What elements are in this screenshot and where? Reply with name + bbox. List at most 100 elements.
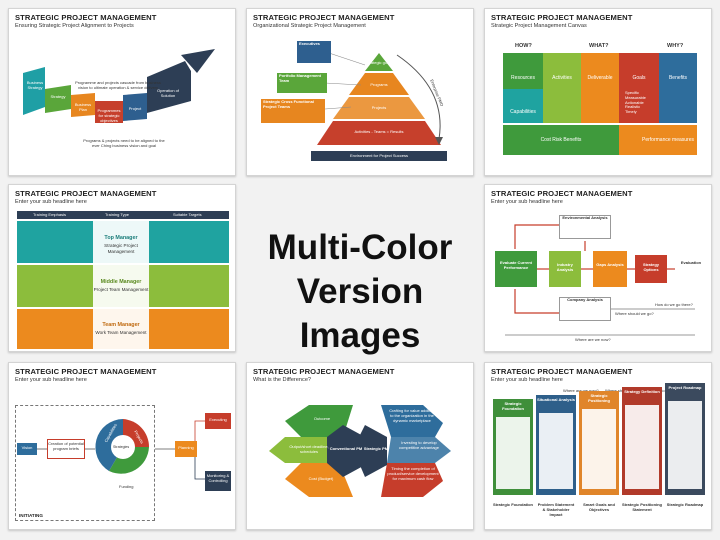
- center-right-label: Strategic PM: [363, 446, 389, 451]
- column-foot: Strategic Roadmap: [666, 502, 704, 507]
- slide-thumbnail-2[interactable]: STRATEGIC PROJECT MANAGEMENT Organizatio…: [246, 8, 474, 176]
- node-evaluation: Evaluation: [680, 260, 702, 265]
- question-label: Where should we go?: [615, 311, 654, 316]
- slide-title: STRATEGIC PROJECT MANAGEMENT: [253, 13, 395, 22]
- slide-title: STRATEGIC PROJECT MANAGEMENT: [491, 367, 633, 376]
- flow-connectors: [505, 224, 695, 336]
- slide-subtitle: Enter your sub headline here: [15, 377, 87, 383]
- level-label: Projects: [371, 105, 387, 110]
- column-foot: Strategic Foundation: [493, 502, 533, 507]
- node-gaps: Gaps Analysis: [593, 251, 627, 287]
- slide-subtitle: Strategic Project Management Canvas: [491, 23, 587, 29]
- base-label: Environment for Project Success: [349, 153, 409, 158]
- node-evaluate: Evaluate Current Performance: [495, 251, 537, 287]
- step-label: Programmes for strategic objectives: [97, 108, 121, 123]
- node-options: Strategy Options: [635, 255, 667, 283]
- cell-cost-risk: Cost Risk Benefits: [503, 125, 619, 155]
- main-title: Multi-Color Version Images: [267, 228, 453, 355]
- planning-box: Planning: [175, 441, 197, 457]
- briefs-box: Creation of potential program briefs: [47, 439, 85, 459]
- roadmap-column: Strategy Definition: [622, 387, 662, 495]
- slide-title: STRATEGIC PROJECT MANAGEMENT: [491, 189, 633, 198]
- row-type: Middle Manager: [100, 279, 142, 285]
- roadmap-column: Strategic Foundation: [493, 399, 533, 495]
- slide-subtitle: What is the Difference?: [253, 377, 312, 383]
- slide-title: STRATEGIC PROJECT MANAGEMENT: [15, 13, 157, 22]
- header-what: WHAT?: [589, 43, 609, 49]
- slide-thumbnail-3[interactable]: STRATEGIC PROJECT MANAGEMENT Strategic P…: [484, 8, 712, 176]
- header-emphasis: Training Emphasis: [33, 212, 66, 217]
- column-head: Strategic Foundation: [502, 401, 524, 411]
- step-label: Business Strategy: [26, 80, 44, 90]
- cycle-graphic: [37, 419, 205, 480]
- cell-benefits: Benefits: [659, 53, 697, 123]
- slide-subtitle: Ensuring Strategic Project Alignment to …: [15, 23, 134, 29]
- portfolio-box: Portfolio Management Team: [277, 73, 327, 93]
- step-label: Strategy: [50, 94, 66, 99]
- node-environmental: Environmental Analysis: [559, 215, 611, 239]
- slide-subtitle: Enter your sub headline here: [491, 199, 563, 205]
- level-label: Programs: [370, 82, 388, 87]
- header-how: HOW?: [515, 43, 532, 49]
- hexagon-graphic: [269, 405, 451, 497]
- step-label: Project: [128, 106, 142, 111]
- roadmap-column: Strategic Positioning: [579, 391, 619, 495]
- row-desc: Strategic Project Management: [104, 243, 138, 254]
- slide-thumbnail-1[interactable]: STRATEGIC PROJECT MANAGEMENT Ensuring St…: [8, 8, 236, 176]
- cell-performance: Performance measures: [619, 125, 697, 155]
- right-item: Investing to develop competitive advanta…: [398, 440, 440, 450]
- column-head: Project Roadmap: [668, 385, 702, 390]
- row-desc: Work Team Management: [95, 330, 147, 335]
- note-bottom: Programs & projects need to be aligned t…: [83, 138, 165, 148]
- slide-subtitle: Enter your sub headline here: [15, 199, 87, 205]
- cell-capabilities: Capabilities: [503, 89, 543, 123]
- stage-label: INITIATING: [19, 513, 43, 518]
- cell-resources: Resources: [503, 53, 543, 89]
- left-item: Cost (Budget): [308, 476, 334, 481]
- level-label: Strategic goals: [365, 60, 393, 65]
- row-type: Top Manager: [104, 235, 138, 241]
- cell-filler: [543, 89, 581, 123]
- question-label: Where are we now?: [563, 388, 599, 393]
- header-targets: Suitable Targets: [173, 212, 202, 217]
- column-head: Situational Analysis: [537, 397, 575, 402]
- header-why: WHY?: [667, 43, 684, 49]
- question-label: Where are we now?: [575, 337, 611, 342]
- vision-box: Vision: [17, 443, 37, 455]
- slide-thumbnail-4[interactable]: STRATEGIC PROJECT MANAGEMENT Enter your …: [8, 184, 236, 352]
- center-label: Strategies: [113, 445, 130, 449]
- step-label: Business Plan: [74, 102, 92, 112]
- cell-activities: Activities: [543, 53, 581, 89]
- right-item: Crafting for value addition to the organ…: [389, 408, 435, 423]
- node-industry: Industry Analysis: [549, 251, 581, 287]
- slide-title: STRATEGIC PROJECT MANAGEMENT: [253, 367, 395, 376]
- question-label: How do we go there?: [655, 302, 693, 307]
- initiating-frame: [15, 405, 155, 521]
- row-type: Team Manager: [102, 322, 140, 328]
- teams-box: Strategic Cross Functional Project Teams: [261, 99, 325, 123]
- cell-deliverable: Deliverable: [581, 53, 619, 123]
- column-head: Strategy Definition: [624, 389, 660, 394]
- roadmap-column: Situational Analysis: [536, 395, 576, 495]
- slide-subtitle: Enter your sub headline here: [491, 377, 563, 383]
- slide-thumbnail-5[interactable]: STRATEGIC PROJECT MANAGEMENT Enter your …: [484, 184, 712, 352]
- cell-goals: Goals: [619, 53, 659, 123]
- staircase-graphic: [23, 49, 215, 123]
- left-item: Output/short deadline, schedules: [289, 444, 329, 454]
- slide-thumbnail-6[interactable]: STRATEGIC PROJECT MANAGEMENT Enter your …: [8, 362, 236, 530]
- slide-title: STRATEGIC PROJECT MANAGEMENT: [15, 367, 157, 376]
- step-label: Operation of Solution: [156, 88, 179, 98]
- slide-thumbnail-8[interactable]: STRATEGIC PROJECT MANAGEMENT Enter your …: [484, 362, 712, 530]
- column-foot: Problem Statement & Stakeholder Impact: [537, 502, 575, 517]
- column-foot: Smart Goals and Objectives: [583, 502, 615, 512]
- slide-subtitle: Organizational Strategic Project Managem…: [253, 23, 366, 29]
- slide-thumbnail-7[interactable]: STRATEGIC PROJECT MANAGEMENT What is the…: [246, 362, 474, 530]
- right-item: Timing the completion of product/service…: [387, 466, 439, 481]
- center-left-label: Conventional PM: [329, 446, 363, 451]
- roadmap-column: Project Roadmap: [665, 383, 705, 495]
- slide-title: STRATEGIC PROJECT MANAGEMENT: [491, 13, 633, 22]
- row-desc: Project Team Management: [93, 287, 149, 292]
- node-company: Company Analysis: [559, 297, 611, 321]
- monitoring-box: Monitoring & Controlling: [205, 471, 231, 491]
